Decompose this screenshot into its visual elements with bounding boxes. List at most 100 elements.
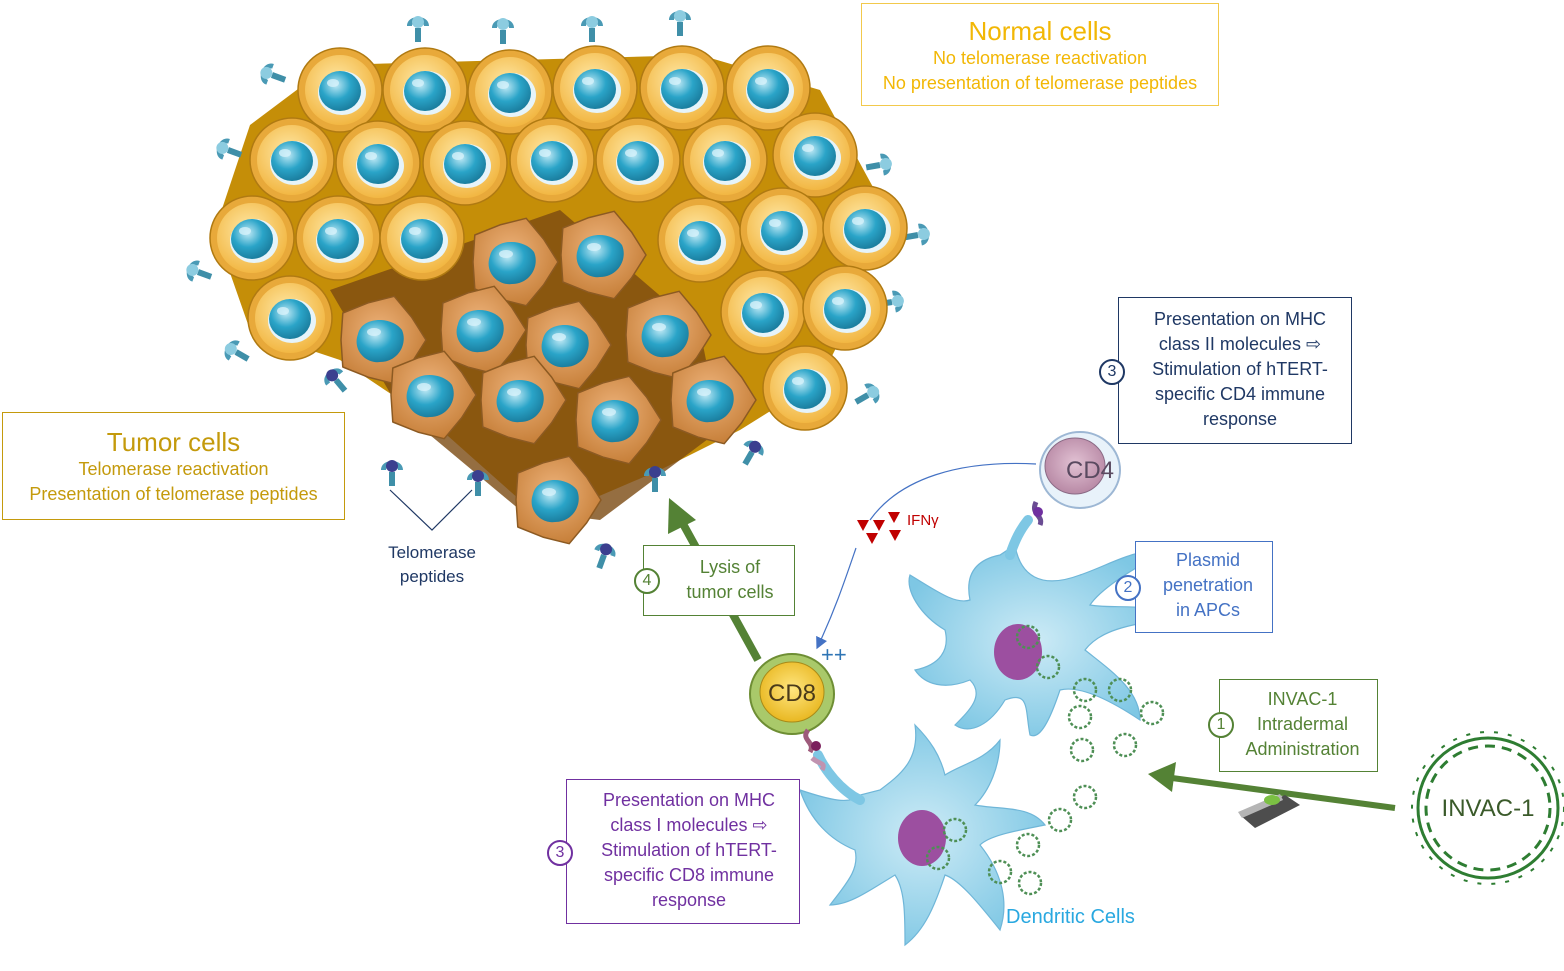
step1-line: Administration xyxy=(1245,739,1360,759)
telomerase-receptor-layer xyxy=(324,368,764,570)
normal-cell xyxy=(822,185,908,271)
invac-plasmid-icon xyxy=(1411,731,1564,885)
normal-cell xyxy=(295,195,381,281)
administration-arrow-head xyxy=(1148,762,1176,792)
normal-cells-box: Normal cells No telomerase reactivation … xyxy=(861,3,1219,106)
mhc-receptor-icon xyxy=(260,63,287,85)
dendritic-nucleus-lower xyxy=(898,810,946,866)
tumor-cell xyxy=(560,210,647,300)
normal-cell xyxy=(335,120,421,206)
step4-number: 4 xyxy=(634,568,660,594)
telomerase-peptide-receptor-icon xyxy=(467,470,489,496)
tumor-cells-line: Presentation of telomerase peptides xyxy=(29,484,318,504)
normal-cell xyxy=(209,195,295,281)
ifn-signal-arrow xyxy=(816,547,857,650)
plasmid-ring xyxy=(925,845,951,871)
telomerase-peptide-receptor-icon xyxy=(381,460,403,486)
mhc-receptor-icon xyxy=(492,18,514,44)
mhc-receptor-icon xyxy=(581,16,603,42)
normal-cell xyxy=(379,195,465,281)
dendritic-nucleus-upper xyxy=(994,624,1042,680)
step3-cd4-line: class II molecules ⇨ xyxy=(1158,334,1322,354)
step3-cd8-line: specific CD8 immune xyxy=(603,865,775,885)
tumor-cells-box: Tumor cells Telomerase reactivation Pres… xyxy=(2,412,345,520)
step2-box: Plasmid penetration in APCs xyxy=(1135,541,1273,633)
tumor-cell xyxy=(525,300,612,390)
step1-box: INVAC-1 Intradermal Administration xyxy=(1219,679,1378,772)
normal-cell xyxy=(297,47,383,133)
step3-cd4-box: Presentation on MHC class II molecules ⇨… xyxy=(1118,297,1352,444)
telomerase-peptide-receptor-icon xyxy=(742,440,764,466)
normal-cell xyxy=(382,47,468,133)
normal-cell xyxy=(509,117,595,203)
plasmid-ring xyxy=(1072,784,1098,810)
step3-cd8-line: response xyxy=(651,890,727,910)
telomerase-pointer-lines xyxy=(389,489,473,531)
mhc-receptor-icon xyxy=(854,383,880,405)
dendritic-cells xyxy=(799,515,1162,947)
step4-line: Lysis of xyxy=(699,557,761,577)
normal-cell xyxy=(720,269,806,355)
step1-number: 1 xyxy=(1208,712,1234,738)
normal-cell xyxy=(422,120,508,206)
normal-cell xyxy=(467,49,553,135)
normal-cell xyxy=(595,117,681,203)
plasmid-ring xyxy=(1047,807,1073,833)
step4-line: tumor cells xyxy=(686,582,774,602)
tumor-cell xyxy=(625,290,712,380)
ifn-gamma-label: IFNγ xyxy=(907,512,939,529)
step3-cd8-line: Presentation on MHC xyxy=(602,790,776,810)
plasmid-ring xyxy=(1112,732,1138,758)
mhc-receptor-icon xyxy=(216,138,243,160)
lysis-arrow-head xyxy=(668,498,696,534)
cd4-cell xyxy=(1032,431,1121,526)
step3-cd8-number: 3 xyxy=(547,840,573,866)
cd8-cell xyxy=(749,653,835,772)
normal-cell xyxy=(739,187,825,273)
cd8-label: CD8 xyxy=(768,680,816,707)
step3-cd4-line: specific CD4 immune xyxy=(1154,384,1326,404)
normal-cell xyxy=(247,275,333,361)
normal-cells-line: No telomerase reactivation xyxy=(932,48,1148,68)
mhc-receptor-icon xyxy=(865,153,892,176)
tumor-cell xyxy=(340,295,427,385)
injector-device-icon xyxy=(1238,794,1300,828)
step3-cd8-line: class I molecules ⇨ xyxy=(610,815,768,835)
mhc-receptor-icon xyxy=(407,16,429,42)
plasmid-ring xyxy=(1015,832,1041,858)
plasmid-ring xyxy=(1067,704,1093,730)
plasmid-ring xyxy=(1017,870,1043,896)
plasmid-ring xyxy=(1072,677,1098,703)
step2-line: in APCs xyxy=(1175,600,1241,620)
cd4-signal-line xyxy=(869,462,1037,521)
plasmid-rings xyxy=(925,624,1165,896)
plasmid-ring xyxy=(1107,677,1133,703)
step3-cd8-line: Stimulation of hTERT- xyxy=(601,840,777,860)
step1-line: Intradermal xyxy=(1256,714,1349,734)
mhc-receptor-icon xyxy=(669,10,691,36)
telomerase-peptides-label: Telomerase peptides xyxy=(388,543,476,586)
telomerase-peptide-receptor-icon xyxy=(644,466,666,492)
normal-cell xyxy=(682,117,768,203)
plus-label: ++ xyxy=(821,642,847,667)
normal-cell xyxy=(762,345,848,431)
invac-label: INVAC-1 xyxy=(1442,795,1535,822)
tumor-cell xyxy=(390,350,477,440)
tumor-cell xyxy=(440,285,527,375)
plasmid-ring xyxy=(1139,700,1165,726)
tumor-cell xyxy=(575,375,662,465)
normal-cell xyxy=(639,45,725,131)
step1-line: INVAC-1 xyxy=(1267,689,1338,709)
tumor-cells-line: Telomerase reactivation xyxy=(78,459,269,479)
telomerase-peptide-receptor-icon xyxy=(324,368,348,393)
administration-arrow-shaft xyxy=(1171,775,1396,811)
tumor-cells-title: Tumor cells xyxy=(106,427,241,457)
step3-cd4-line: Presentation on MHC xyxy=(1153,309,1327,329)
ifn-gamma-molecules xyxy=(857,512,901,544)
normal-cell xyxy=(552,45,638,131)
tumor-cell xyxy=(670,355,757,445)
mhc-receptor-icon xyxy=(903,223,930,246)
step4-box: Lysis of tumor cells xyxy=(643,545,795,616)
step3-cd4-line: Stimulation of hTERT- xyxy=(1152,359,1328,379)
